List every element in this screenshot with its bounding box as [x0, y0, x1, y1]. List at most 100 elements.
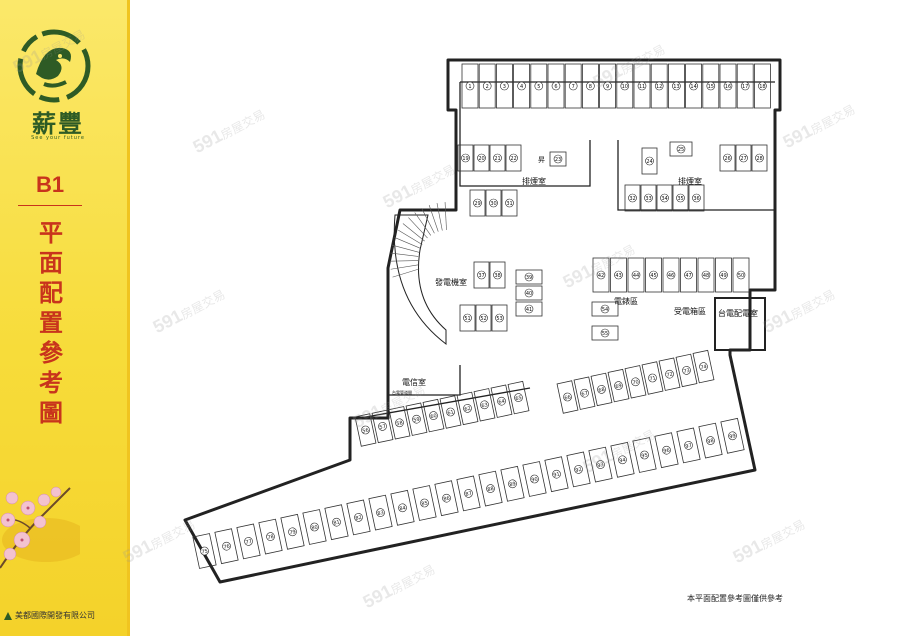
space-number: 88	[487, 486, 494, 493]
space-number: 59	[413, 417, 420, 424]
parking-space: 59	[405, 402, 428, 436]
space-number: 93	[597, 462, 604, 469]
parking-space: 45	[645, 257, 662, 293]
space-number: 6	[554, 84, 557, 90]
parking-space: 13	[668, 63, 685, 109]
space-number: 97	[685, 443, 692, 450]
space-number: 7	[572, 84, 575, 90]
space-number: 84	[399, 505, 406, 512]
space-number: 42	[598, 273, 604, 279]
sidebar: 薪豐 See your future B1 平 面 配 置 參 考 圖 美都國際…	[0, 0, 130, 636]
parking-space: 17	[736, 63, 754, 109]
parking-space: 81	[324, 504, 349, 541]
space-number: 92	[575, 467, 582, 474]
space-number: 81	[333, 520, 340, 527]
parking-space: 90	[522, 461, 547, 497]
disclaimer-note: 本平面配置參考圖僅供參考	[687, 594, 783, 603]
parking-space: 8	[581, 63, 599, 109]
parking-space: 62	[456, 391, 479, 426]
parking-space: 41	[515, 301, 543, 317]
parking-space: 31	[501, 189, 518, 217]
parking-space: 66	[556, 380, 579, 414]
ramp-step	[398, 229, 423, 245]
ramp-step	[428, 205, 439, 232]
space-number: 72	[666, 372, 673, 379]
ramp-step	[436, 202, 443, 231]
parking-space: 52	[475, 304, 492, 332]
space-number: 23	[555, 157, 561, 163]
title-char: 平	[39, 218, 63, 247]
parking-space: 78	[258, 518, 283, 555]
parking-space: 89	[500, 465, 525, 502]
parking-space: 87	[456, 475, 481, 512]
title-char: 圖	[39, 398, 63, 427]
space-number: 49	[720, 273, 726, 279]
space-number: 60	[430, 413, 437, 420]
space-number: 87	[465, 491, 472, 498]
sidebar-edge	[127, 0, 130, 636]
space-number: 85	[421, 500, 428, 507]
ramp-step	[391, 244, 420, 253]
space-number: 10	[622, 84, 628, 90]
parking-space: 38	[489, 261, 506, 289]
room-telecom-small: 台電管道間	[392, 389, 412, 395]
parking-space: 99	[720, 417, 745, 454]
ramp-step	[390, 252, 419, 257]
space-number: 24	[646, 159, 652, 165]
room-lift: 昇	[538, 156, 545, 164]
space-number: 75	[201, 548, 208, 555]
parking-space: 2	[478, 63, 496, 109]
room-generator: 發電機室	[435, 277, 467, 287]
parking-space: 34	[656, 184, 673, 212]
ramp-step	[414, 212, 432, 236]
building-outline	[183, 58, 782, 584]
parking-space: 46	[662, 257, 680, 293]
parking-space: 25	[669, 141, 693, 157]
space-number: 74	[700, 364, 707, 371]
parking-space: 51	[459, 304, 476, 332]
ramp-hatching	[390, 202, 447, 278]
parking-space: 55	[591, 325, 619, 341]
space-number: 67	[581, 391, 588, 398]
space-number: 17	[742, 84, 748, 90]
space-number: 66	[564, 394, 571, 401]
room-smoke-right: 排煙室	[678, 176, 702, 186]
parking-space: 92	[566, 451, 591, 488]
parking-space: 28	[751, 144, 768, 172]
space-number: 55	[602, 331, 608, 337]
space-number: 89	[509, 481, 516, 488]
space-number: 29	[474, 201, 480, 207]
space-number: 39	[526, 275, 532, 281]
space-number: 22	[510, 156, 516, 162]
space-number: 63	[481, 402, 488, 409]
space-number: 78	[267, 534, 274, 541]
space-number: 80	[311, 524, 318, 531]
space-number: 2	[486, 84, 489, 90]
parking-space: 18	[754, 63, 771, 109]
parking-space: 21	[489, 144, 506, 172]
space-number: 56	[362, 427, 369, 434]
space-number: 31	[506, 201, 512, 207]
parking-space: 5	[530, 63, 548, 109]
space-number: 76	[223, 544, 230, 551]
ramp-step	[408, 217, 428, 239]
parking-space: 47	[680, 257, 697, 293]
space-number: 99	[729, 433, 736, 440]
space-number: 51	[464, 316, 470, 322]
parking-space: 85	[412, 485, 437, 521]
parking-space: 77	[236, 523, 261, 560]
parking-space: 19	[457, 144, 474, 172]
space-number: 57	[379, 424, 386, 431]
parking-space: 24	[641, 147, 658, 175]
space-number: 37	[478, 273, 484, 279]
parking-space: 70	[624, 365, 647, 399]
parking-space: 36	[688, 184, 705, 212]
space-number: 91	[553, 472, 560, 479]
parking-space: 94	[610, 441, 635, 478]
parking-space: 32	[624, 184, 641, 212]
brand-name: 薪豐	[32, 109, 84, 138]
parking-space: 76	[214, 528, 239, 565]
parking-space: 91	[544, 456, 569, 493]
parking-space: 84	[390, 489, 415, 526]
